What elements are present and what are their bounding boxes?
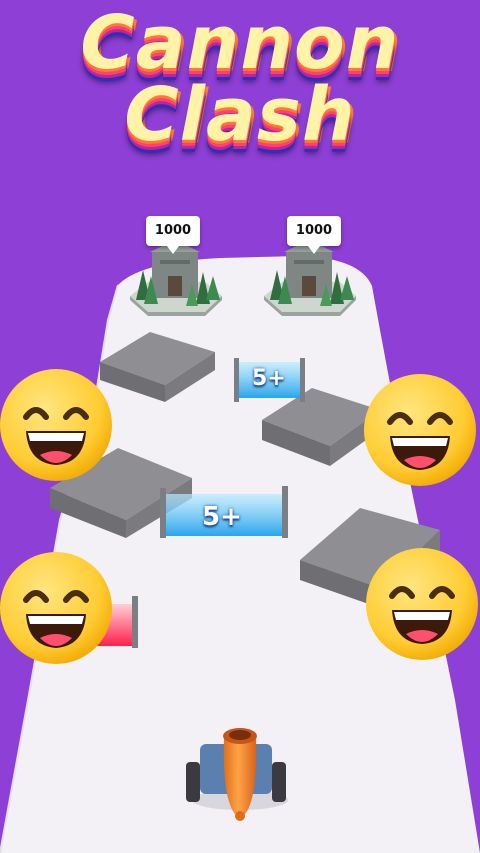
grinning-face-icon [366,548,478,660]
tower-left [130,240,222,316]
grinning-face-icon [364,374,476,486]
obstacle-block [50,448,192,538]
tower-right [264,240,356,316]
tower-hp-label-right: 1000 [287,216,341,254]
grinning-face-icon [0,552,112,664]
tower-hp-label-left: 1000 [146,216,200,254]
multiplier-gate [234,358,305,402]
game-title-line1: Cannon [80,0,400,86]
multiplier-gate [160,486,288,538]
gate-label-middle: 5+ [202,502,242,532]
player-cannon[interactable] [186,728,288,821]
game-title-line2: Clash [124,72,356,158]
grinning-face-icon [0,369,112,481]
obstacle-block [100,332,215,402]
gate-label-top: 5+ [252,366,286,391]
